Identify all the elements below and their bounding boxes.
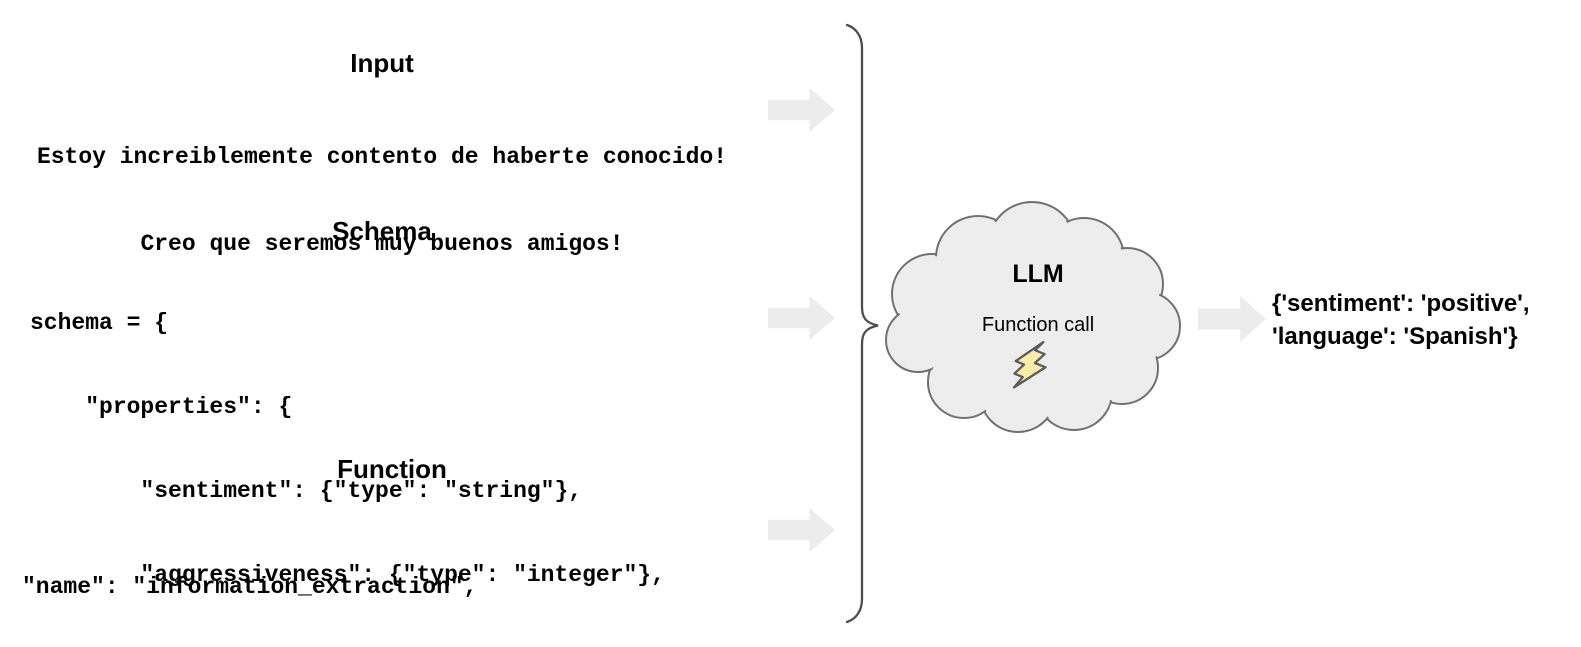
input-text-block: Estoy increiblemente contento de haberte… [20, 85, 744, 317]
function-code-block: "name": "information_extraction", "descr… [22, 492, 795, 647]
schema-code-line: "properties": { [30, 394, 293, 420]
schema-arrow-right-icon [768, 296, 835, 340]
input-text-line: Creo que seremos muy buenos amigos! [140, 231, 624, 257]
function-section-title: Function [337, 454, 447, 484]
function-call-label: Function call [981, 314, 1095, 336]
output-result-line: 'language': 'Spanish'} [1272, 323, 1518, 350]
output-result-line: {'sentiment': 'positive', [1272, 290, 1530, 317]
input-text-line: Estoy increiblemente contento de haberte… [36, 144, 728, 170]
schema-code-line: "sentiment": {"type": "string"}, [30, 478, 583, 504]
llm-label: LLM [1012, 260, 1064, 288]
function-code-line: "name": "information_extraction", [22, 574, 478, 600]
input-section-title: Input [350, 48, 414, 78]
output-arrow-right-icon [1198, 296, 1266, 342]
input-arrow-right-icon [768, 88, 835, 132]
lightning-bolt-icon [1012, 340, 1047, 389]
schema-code-block: schema = { "properties": { "sentiment": … [30, 253, 665, 647]
schema-code-line: "aggressiveness": {"type": "integer"}, [30, 562, 665, 588]
llm-cloud [885, 201, 1181, 433]
schema-section-title: Schema [332, 216, 432, 246]
schema-code-line: schema = { [30, 310, 169, 336]
output-result-block: {'sentiment': 'positive', 'language': 'S… [1272, 287, 1530, 353]
curly-brace [845, 23, 879, 624]
